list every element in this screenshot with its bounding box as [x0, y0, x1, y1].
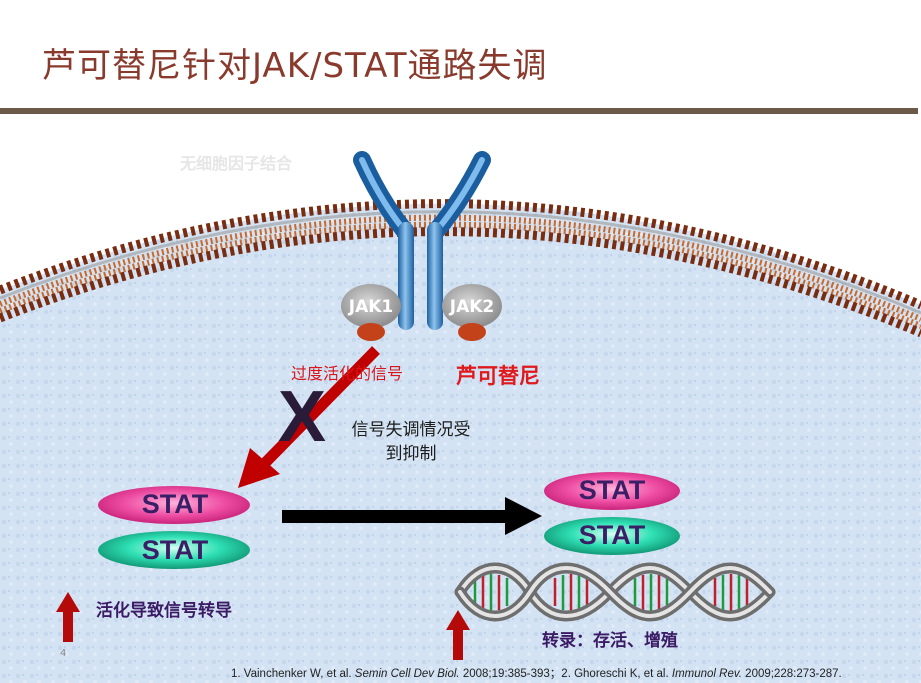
overactive-signal-label: 过度活化的信号 — [290, 364, 403, 383]
cytokine-receptor — [353, 151, 491, 330]
stat-right-bottom-shape — [544, 517, 680, 555]
stat-left-top-label: STAT — [141, 489, 209, 519]
slide-title: 芦可替尼针对JAK/STAT通路失调 — [42, 46, 548, 86]
ref2-authors: 2. Ghoreschi K, et al. — [561, 668, 672, 680]
ref1-journal: Semin Cell Dev Biol. — [354, 668, 460, 680]
jak2-label: JAK2 — [449, 297, 495, 317]
overactive-signal-arrow — [238, 346, 380, 488]
upregulation-arrow-left — [56, 592, 80, 642]
ref2-details: 2009;228:273-287. — [741, 668, 842, 680]
jak2-phosphate — [458, 323, 486, 341]
cell-interior — [0, 203, 921, 683]
signal-transduction-caption: 活化导致信号转导 — [96, 601, 232, 621]
stat-left-top-shape — [98, 486, 250, 524]
transcription-caption: 转录：存活、增殖 — [542, 631, 678, 651]
translocation-arrow — [282, 497, 542, 535]
references: 1. Vainchenker W, et al. Semin Cell Dev … — [231, 665, 842, 681]
ruxolitinib-label: 芦可替尼 — [456, 364, 540, 388]
stat-left-bottom-label: STAT — [141, 535, 209, 565]
stat-right-top-label: STAT — [578, 475, 646, 505]
no-cytokine-label: 无细胞因子结合 — [180, 154, 293, 173]
jak2-kinase — [442, 284, 502, 328]
dna-helix — [454, 562, 776, 622]
upregulation-arrow-right — [446, 610, 470, 660]
inhibition-x-mark: X — [278, 377, 327, 457]
ref2-journal: Immunol Rev. — [671, 668, 742, 680]
jak1-phosphate — [357, 323, 385, 341]
stat-right-bottom-label: STAT — [578, 520, 646, 550]
stat-right-top-shape — [544, 472, 680, 510]
ref1-details: 2008;19:385-393； — [459, 668, 562, 680]
title-divider — [0, 108, 918, 114]
jak1-kinase — [341, 284, 401, 328]
page-number: 4 — [60, 648, 67, 659]
stat-left-bottom-shape — [98, 531, 250, 569]
signal-inhibited-label: 信号失调情况受到抑制 — [351, 420, 471, 464]
jak1-label: JAK1 — [348, 297, 394, 317]
ref1-authors: 1. Vainchenker W, et al. — [231, 668, 355, 680]
